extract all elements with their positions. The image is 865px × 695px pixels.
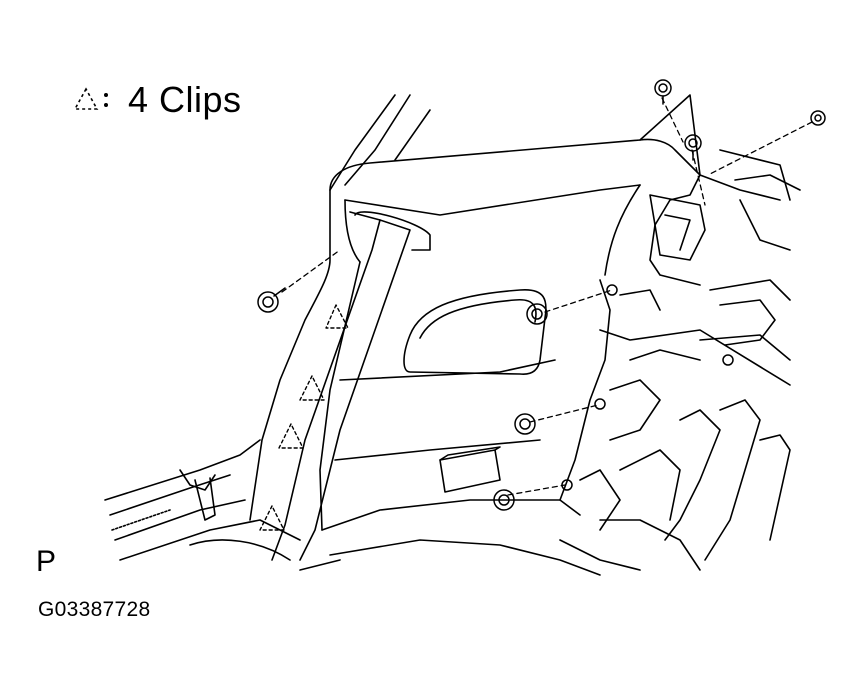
figure-code: G03387728 bbox=[38, 598, 151, 621]
clip-marker-2 bbox=[299, 375, 325, 401]
bolt-hole-upper bbox=[606, 284, 618, 296]
body-structure bbox=[299, 94, 801, 576]
bolt-window bbox=[526, 303, 548, 325]
floor-lines bbox=[104, 439, 301, 561]
clip-marker-3 bbox=[278, 423, 304, 449]
bolt-hole-right bbox=[722, 354, 734, 366]
clip-legend: 4 Clips bbox=[72, 82, 242, 118]
clip-marker-1 bbox=[325, 304, 349, 329]
bolt-middle bbox=[514, 413, 536, 435]
bolt-lower bbox=[493, 489, 515, 511]
bolt-hole-middle bbox=[594, 398, 606, 410]
bolt-top-left bbox=[654, 79, 672, 105]
rear-pillar-lines bbox=[329, 94, 431, 191]
clip-markers bbox=[259, 304, 349, 531]
bolt-top-middle bbox=[684, 134, 702, 161]
bolt-top-right bbox=[810, 110, 826, 126]
dashed-triangle-clip-icon bbox=[73, 87, 108, 110]
bolt-hole-lower bbox=[561, 479, 573, 491]
quarter-trim-panel bbox=[249, 138, 701, 531]
bolt-left bbox=[257, 287, 286, 313]
bolts bbox=[257, 79, 826, 511]
leader-lines bbox=[281, 97, 813, 496]
view-mark: P bbox=[36, 545, 57, 578]
clip-marker-4 bbox=[259, 505, 285, 531]
legend-text: 4 Clips bbox=[128, 79, 242, 120]
